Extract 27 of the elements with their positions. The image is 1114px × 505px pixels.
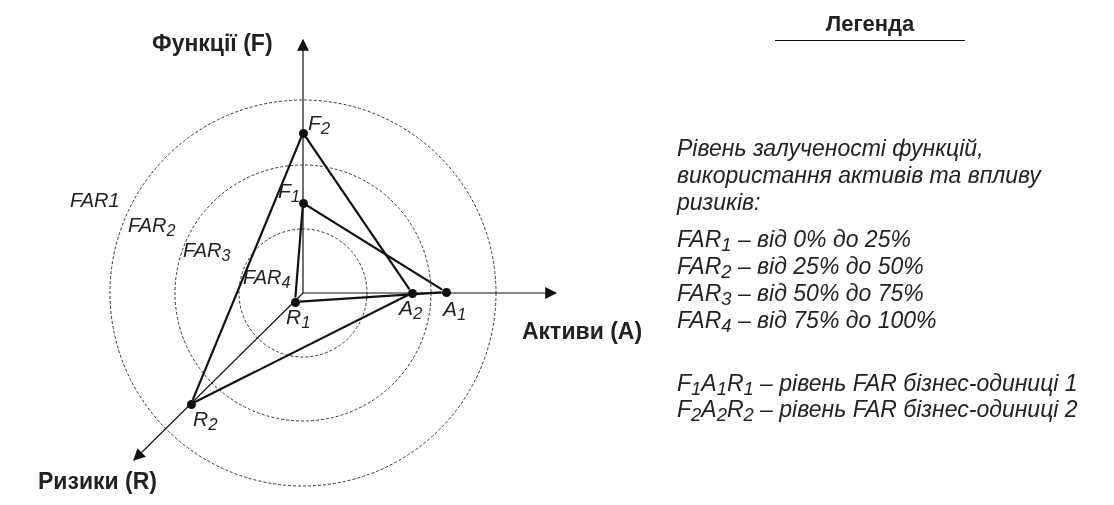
point-label: F$_{1}$ (278, 181, 301, 201)
legend-entry: FAR$_{3}$ – від 50% до 75% (677, 280, 924, 307)
point-label: A$_{1}$ (443, 299, 467, 319)
triangle-side (306, 204, 443, 291)
point-label: A$_{2}$ (399, 298, 423, 318)
legend-entry: F$_{2}$A$_{2}$R$_{2}$ – рівень FAR бізнес-одиниці 2 (677, 396, 1078, 423)
legend-entry: FAR$_{2}$ – від 25% до 50% (677, 253, 924, 280)
legend-description: Рівень залученості функцій, використання активів та впливу ризиків: (677, 135, 1043, 216)
zone-label: FAR$_{3}$ (183, 239, 231, 261)
zone-label: FAR$_{4}$ (243, 266, 291, 288)
axis-title: Функції (F) (152, 30, 273, 57)
legend-entry: FAR$_{4}$ – від 75% до 100% (677, 307, 937, 334)
point-label: R$_{1}$ (286, 307, 311, 327)
legend-entry: FAR$_{1}$ – від 0% до 25% (677, 226, 911, 253)
legend-entry: F$_{1}$A$_{1}$R$_{1}$ – рівень FAR бізнес-одиниці 1 (677, 370, 1078, 397)
triangle-side (304, 136, 411, 290)
point-label: F$_{2}$ (308, 113, 331, 133)
axis-title: Активи (A) (522, 318, 643, 345)
legend-heading: Легенда (775, 10, 965, 41)
zone-label: FAR1 (70, 189, 120, 211)
triangle-side (194, 294, 409, 403)
triangle-side (294, 207, 304, 298)
triangle-side (191, 136, 303, 401)
zone-label: FAR$_{2}$ (128, 214, 176, 236)
point-label: R$_{2}$ (193, 409, 218, 429)
triangle-side (299, 291, 442, 303)
axis-title: Ризики (R) (38, 468, 158, 495)
